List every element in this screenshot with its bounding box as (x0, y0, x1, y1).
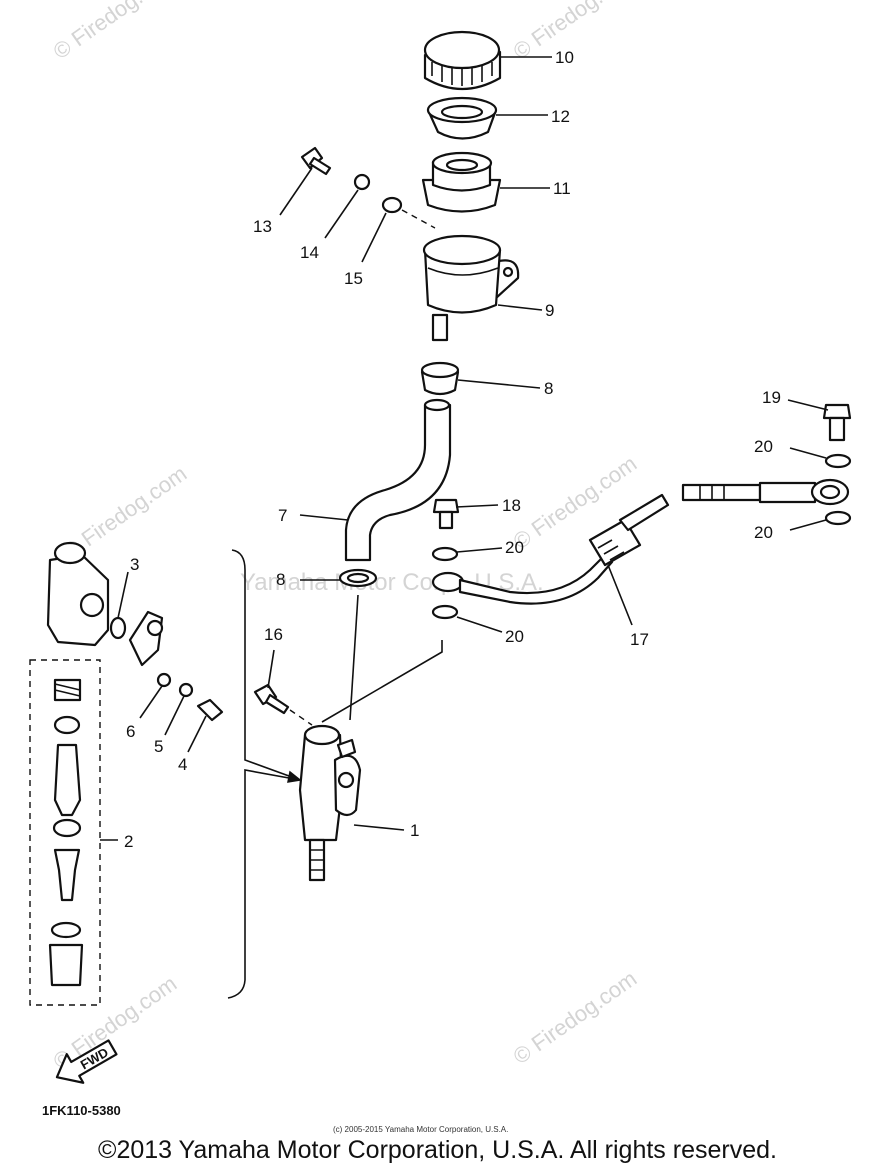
footer-copyright: ©2013 Yamaha Motor Corporation, U.S.A. A… (98, 1136, 777, 1164)
diagram-code: 1FK110-5380 (42, 1103, 121, 1118)
callout-13: 13 (253, 217, 272, 236)
part-7-hose (344, 403, 452, 562)
callout-11: 11 (553, 179, 571, 198)
callout-6: 6 (126, 722, 135, 741)
callout-20: 20 (505, 538, 524, 557)
callout-15: 15 (344, 269, 363, 288)
part-20-washer (824, 510, 852, 526)
callout-8: 8 (544, 379, 553, 398)
callout-16: 16 (264, 625, 283, 644)
part-13-screw (300, 146, 332, 176)
watermark-firedog: © Firedog.com (509, 0, 642, 64)
callout-10: 10 (555, 48, 574, 67)
callout-20: 20 (754, 437, 773, 456)
callout-4: 4 (178, 755, 187, 774)
part-16-bolt (253, 683, 313, 726)
callout-7: 7 (278, 506, 287, 525)
part-8-hose-clamp-upper (420, 361, 460, 396)
part-17-brake-hose (431, 478, 850, 605)
part-10-cap (423, 30, 502, 91)
part-hose-joint (128, 610, 164, 667)
callout-14: 14 (300, 243, 319, 262)
callout-17: 17 (630, 630, 649, 649)
callout-19: 19 (762, 388, 781, 407)
small-copyright: (c) 2005-2015 Yamaha Motor Corporation, … (333, 1125, 508, 1134)
callout-12: 12 (551, 107, 570, 126)
callout-1: 1 (410, 821, 419, 840)
callout-2: 2 (124, 832, 133, 851)
part-15-grommet (381, 196, 403, 214)
callout-20: 20 (754, 523, 773, 542)
part-1-exploded-body (46, 541, 110, 647)
part-2-piston-kit (29, 659, 101, 1006)
callout-20: 20 (505, 627, 524, 646)
part-4-screw (196, 698, 224, 722)
part-20-washer (824, 453, 852, 469)
part-20-washer (431, 604, 459, 620)
part-8-hose-clamp-lower (338, 568, 378, 588)
callout-8: 8 (276, 570, 285, 589)
part-11-diaphragm (421, 151, 502, 213)
watermark-firedog: © Firedog.com (49, 0, 182, 64)
part-5-nut (178, 682, 194, 698)
callout-9: 9 (545, 301, 554, 320)
part-19-bleed-screw (822, 403, 852, 442)
part-12-diaphragm-holder (426, 96, 498, 140)
part-20-washer (431, 546, 459, 562)
part-1-master-cylinder (298, 724, 362, 882)
part-18-bolt (432, 498, 460, 530)
callout-18: 18 (502, 496, 521, 515)
part-9-reservoir (422, 234, 520, 342)
part-6-washer (156, 672, 172, 688)
callout-5: 5 (154, 737, 163, 756)
callout-3: 3 (130, 555, 139, 574)
watermark-firedog: © Firedog.com (509, 966, 642, 1069)
part-14-nut (353, 173, 371, 191)
part-3-o-ring (109, 616, 127, 640)
